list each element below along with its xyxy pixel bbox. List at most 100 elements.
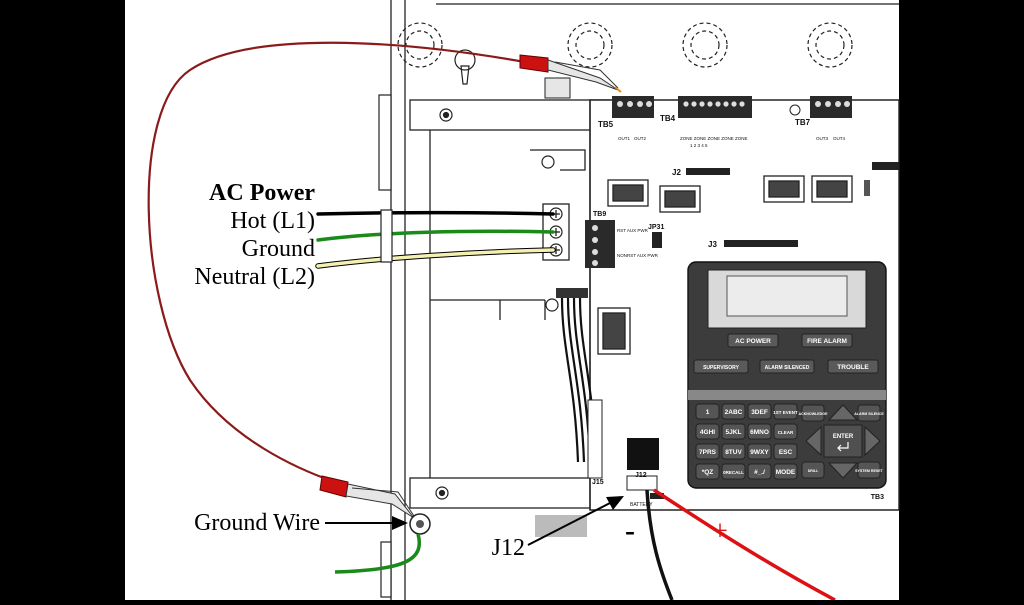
green-ground-wire bbox=[334, 533, 421, 574]
j2-label: J2 bbox=[672, 168, 681, 177]
ac-wires bbox=[315, 210, 556, 269]
key-0-2: 3DEF bbox=[747, 403, 772, 420]
key-label: *QZ bbox=[702, 469, 714, 476]
tb7-label: TB7 bbox=[795, 118, 811, 127]
led-ac-power: AC POWER bbox=[727, 333, 779, 348]
key-label: 7PRS bbox=[699, 449, 717, 456]
led-label: AC POWER bbox=[735, 338, 771, 345]
led-label: FIRE ALARM bbox=[807, 338, 847, 345]
standoff bbox=[544, 77, 571, 99]
led-label: SUPERVISORY bbox=[703, 365, 740, 371]
key-label: 5JKL bbox=[726, 429, 742, 436]
key-label: MODE bbox=[776, 469, 796, 476]
ac-power-title: AC Power bbox=[209, 180, 315, 206]
key-2-0: 7PRS bbox=[695, 443, 720, 460]
j12-board-label: J12 bbox=[635, 472, 647, 479]
key-3-2: #_./ bbox=[747, 463, 772, 480]
j3-label: J3 bbox=[708, 240, 717, 249]
j12-callout-label: J12 bbox=[492, 535, 525, 561]
side-key-label: ACKNOWLEDGE bbox=[799, 412, 829, 416]
key-0-3: 1ST EVENT bbox=[773, 403, 798, 420]
wire-bushing bbox=[380, 209, 393, 263]
key-0-0: 1 bbox=[695, 403, 720, 420]
key-label: 2ABC bbox=[725, 409, 743, 416]
alligator-clip-bottom bbox=[319, 475, 415, 519]
panel-divider bbox=[688, 390, 886, 400]
ic-chips bbox=[597, 175, 853, 355]
knockouts bbox=[397, 22, 853, 68]
side-key-label: SYSTEM RESET bbox=[855, 469, 884, 473]
out2-label: OUT2 bbox=[634, 136, 646, 141]
key-1-3: CLEAR bbox=[773, 423, 798, 440]
side-key-0: ACKNOWLEDGE bbox=[799, 404, 829, 422]
ground-wire-label: Ground Wire bbox=[194, 510, 320, 536]
side-key-3: SYSTEM RESET bbox=[855, 461, 884, 479]
ground-jumper-wire bbox=[147, 41, 526, 484]
battery-label: BATTERY bbox=[630, 502, 653, 508]
minus-sign: - bbox=[625, 514, 635, 547]
zone-numbers: 1 2 3 4 5 bbox=[690, 143, 708, 148]
key-1-2: 6MNO bbox=[747, 423, 772, 440]
connector-j3: J3 bbox=[708, 240, 798, 249]
side-key-label: DRILL bbox=[808, 469, 819, 473]
led-supervisory: SUPERVISORY bbox=[693, 359, 749, 374]
key-label: 4GHI bbox=[700, 429, 715, 436]
tb5-label: TB5 bbox=[598, 120, 614, 129]
enter-key-label: ENTER bbox=[833, 434, 854, 440]
j12-callout-arrow bbox=[527, 496, 624, 546]
key-3-0: *QZ bbox=[695, 463, 720, 480]
battery-connector-j12: J12 BATTERY bbox=[626, 438, 664, 508]
zone-header: ZONE ZONE ZONE ZONE ZONE bbox=[680, 136, 748, 141]
hot-label: Hot (L1) bbox=[230, 208, 315, 234]
tb3-label: TB3 bbox=[871, 494, 884, 501]
out1-label: OUT1 bbox=[618, 136, 630, 141]
out4-label: OUT4 bbox=[833, 136, 845, 141]
key-label: 0RECALL bbox=[723, 470, 744, 475]
plus-sign: + bbox=[712, 516, 728, 547]
nav-pad: ENTER bbox=[805, 404, 881, 479]
led-label: TROUBLE bbox=[837, 364, 869, 371]
ground-wire-arrow bbox=[325, 516, 408, 530]
cabinet-tab-upper bbox=[378, 94, 392, 191]
key-label: 9WXY bbox=[750, 449, 769, 456]
side-key-label: ALARM SILENCE bbox=[854, 412, 884, 416]
key-label: 1 bbox=[706, 409, 710, 416]
connector-right bbox=[872, 162, 899, 170]
led-fire-alarm: FIRE ALARM bbox=[801, 333, 853, 348]
key-label: 1ST EVENT bbox=[773, 410, 798, 415]
tb9-rst-label: RST AUX PWR bbox=[617, 228, 649, 233]
key-3-3: MODE bbox=[773, 463, 798, 480]
out3-label: OUT3 bbox=[816, 136, 828, 141]
battery-negative-wire bbox=[645, 489, 674, 601]
status-leds: AC POWER FIRE ALARM SUPERVISORY ALARM SILEN… bbox=[693, 333, 879, 374]
key-label: 6MNO bbox=[750, 429, 769, 436]
led-alarm-silenced: ALARM SILENCED bbox=[759, 359, 815, 374]
lcd-display bbox=[726, 275, 848, 317]
jp31-label: JP31 bbox=[648, 224, 664, 231]
terminal-block-tb5 bbox=[612, 96, 654, 118]
key-3-1: 0RECALL bbox=[721, 463, 746, 480]
tb4-label: TB4 bbox=[660, 114, 676, 123]
key-1-0: 4GHI bbox=[695, 423, 720, 440]
board-hole bbox=[789, 104, 801, 116]
side-key-2: DRILL bbox=[801, 461, 825, 479]
component-right bbox=[864, 180, 870, 196]
terminal-block-tb9 bbox=[585, 220, 615, 268]
jumper-jp31: JP31 bbox=[648, 224, 664, 248]
key-2-2: 9WXY bbox=[747, 443, 772, 460]
led-label: ALARM SILENCED bbox=[765, 365, 810, 371]
tb9-label: TB9 bbox=[593, 211, 606, 218]
key-label: #_./ bbox=[754, 469, 765, 476]
neutral-label: Neutral (L2) bbox=[194, 264, 315, 290]
ground-label: Ground bbox=[242, 236, 315, 262]
side-keys: ACKNOWLEDGE ALARM SILENCE DRILL SYSTEM RESE… bbox=[799, 404, 884, 479]
key-label: 8TUV bbox=[725, 449, 742, 456]
ribbon-cable: J15 bbox=[556, 288, 604, 486]
connector-j2: J2 bbox=[672, 168, 730, 177]
led-trouble: TROUBLE bbox=[827, 359, 879, 374]
key-2-1: 8TUV bbox=[721, 443, 746, 460]
key-0-1: 2ABC bbox=[721, 403, 746, 420]
